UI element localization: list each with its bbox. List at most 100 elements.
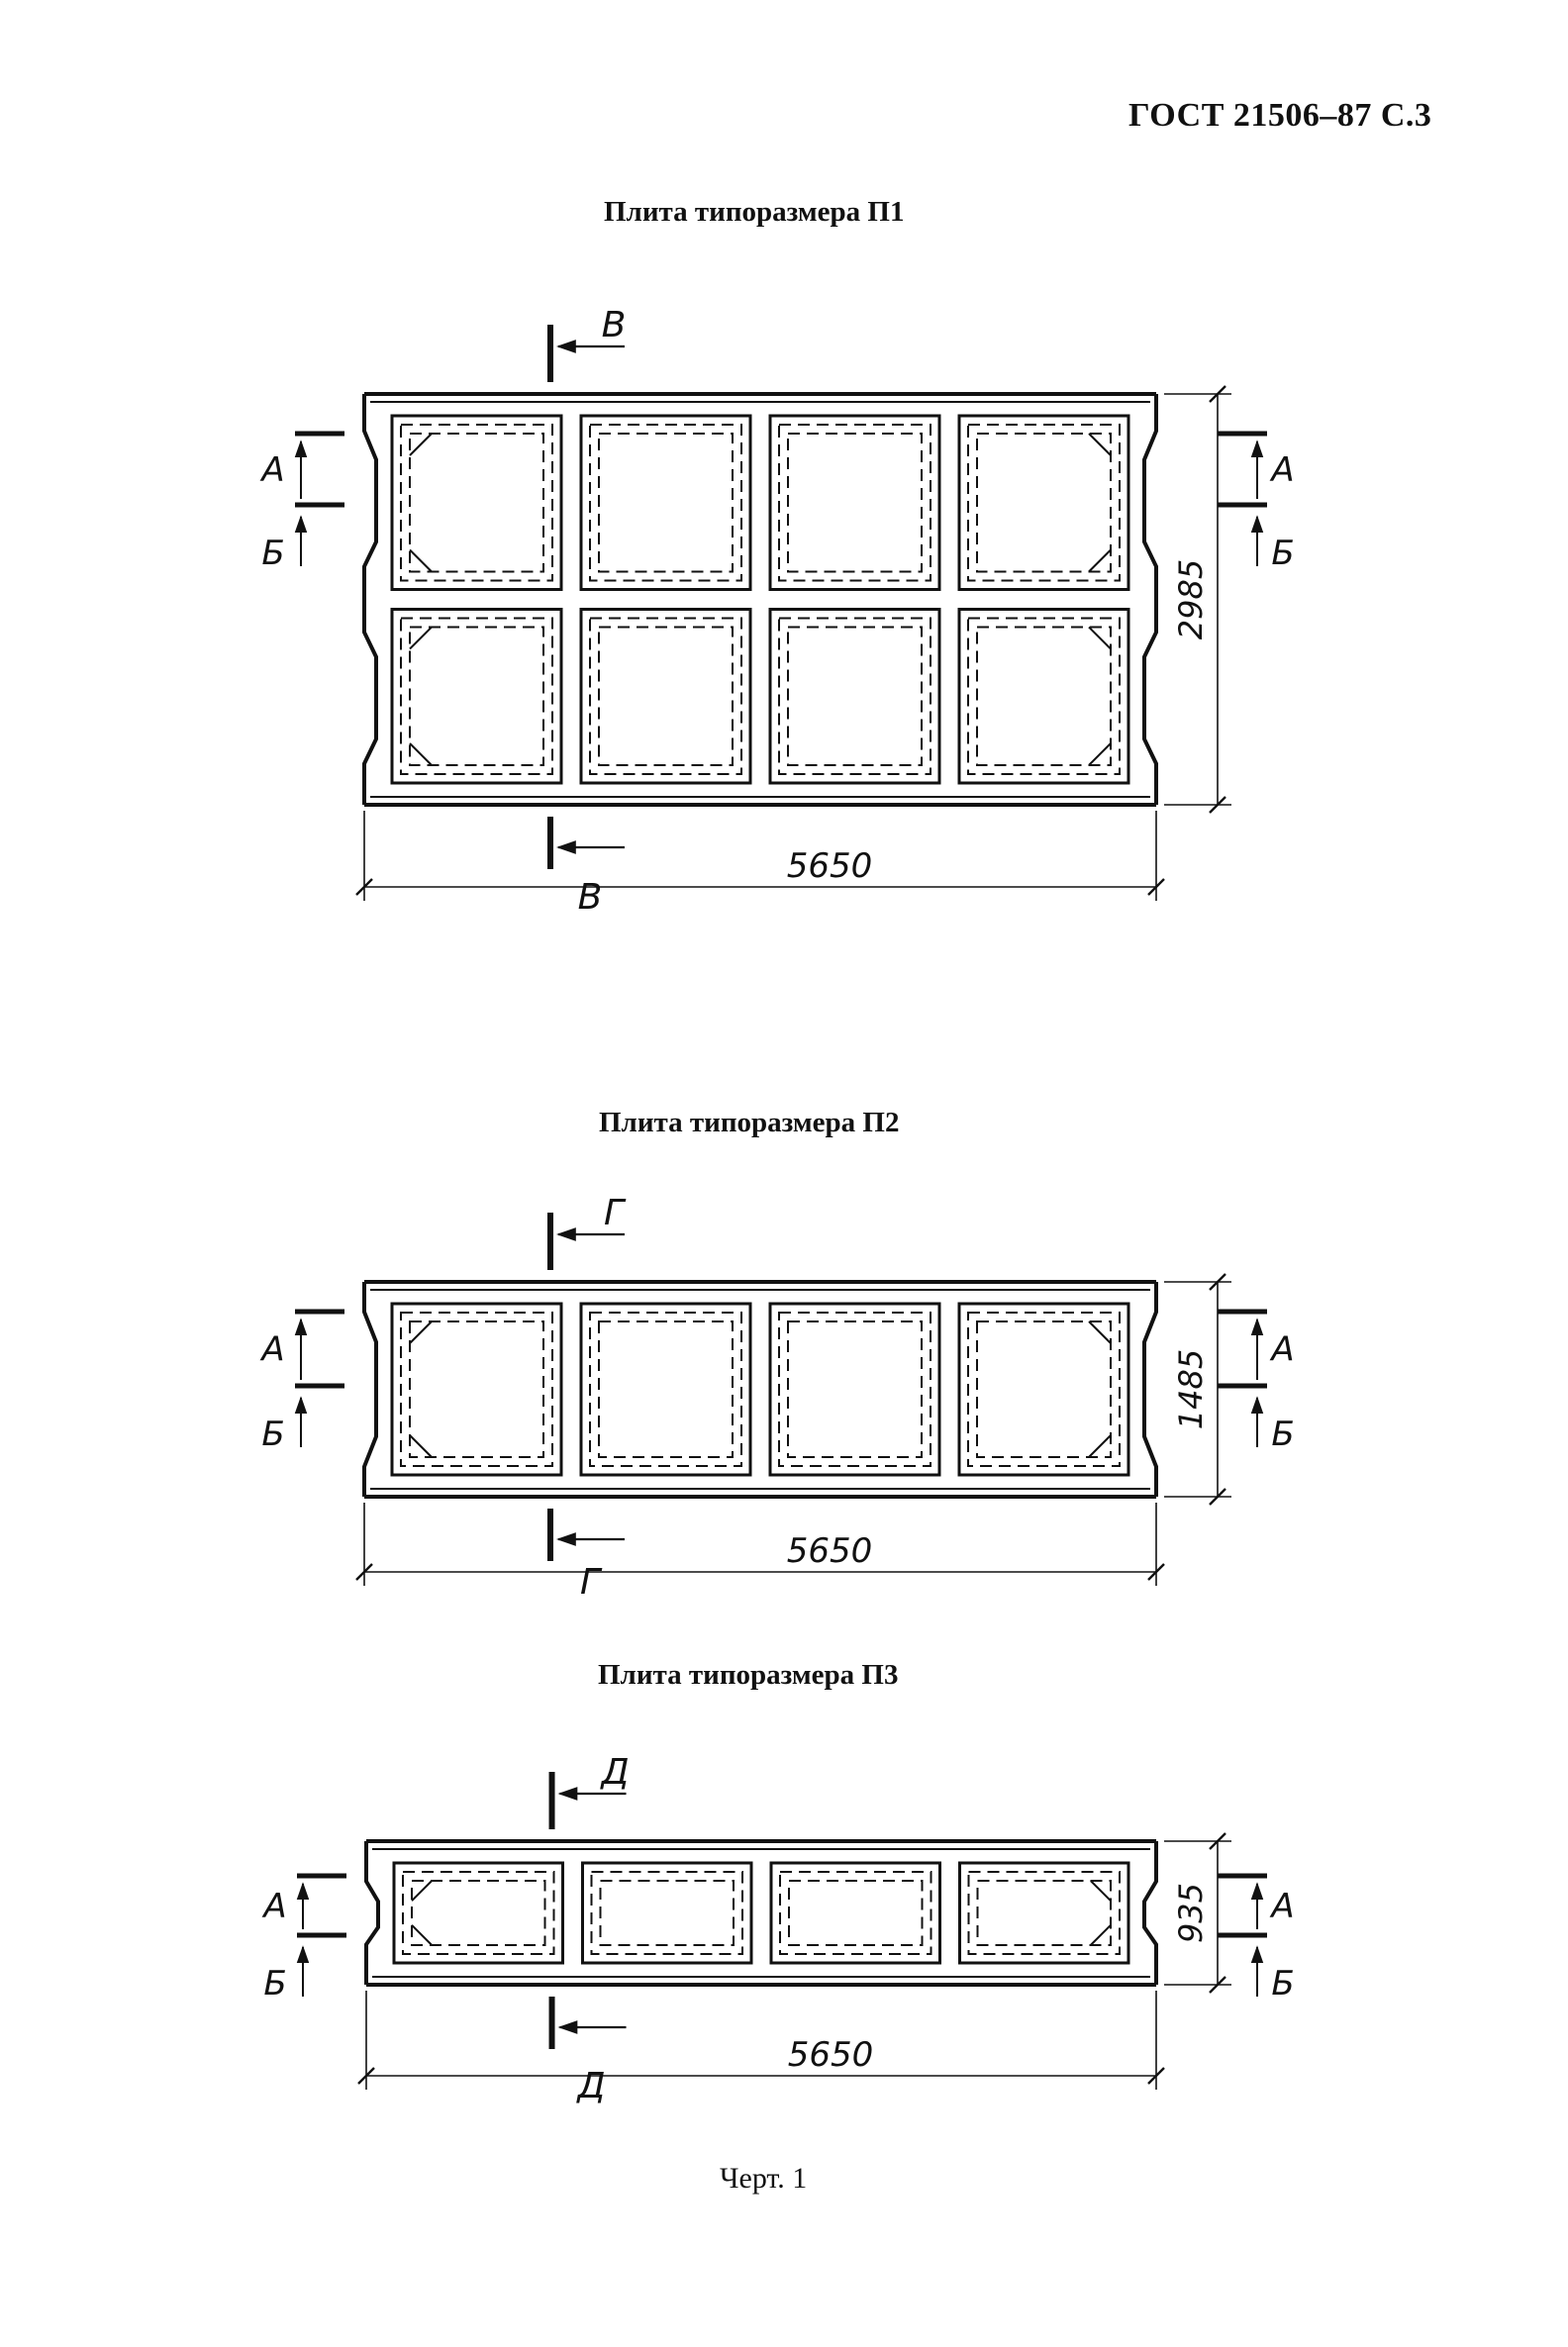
plate-cell [390, 414, 563, 591]
plate-left-edge [364, 1841, 380, 1985]
section-letter-top: Г [604, 1193, 627, 1233]
section-b-label-right: Б [1271, 1415, 1294, 1454]
plate-left-edge [362, 1282, 378, 1497]
plate-left-edge [362, 394, 378, 805]
plate-cell [390, 1302, 563, 1477]
plate-cell [390, 608, 563, 785]
section-letter-top: Д [599, 1752, 629, 1793]
plate-cell [958, 1861, 1130, 1965]
plate-cell-rebar-inner [976, 1320, 1112, 1458]
plate-cell [957, 608, 1130, 785]
cell-haunch [1088, 1434, 1112, 1458]
section-letter-bottom: Д [575, 2066, 605, 2106]
section-letter-bottom: Г [580, 1562, 603, 1603]
cell-haunch [411, 1924, 433, 1946]
height-tick-top [1209, 1273, 1226, 1291]
plate-cell-rebar-inner [976, 626, 1112, 766]
plate-cell-rebar [400, 424, 553, 582]
plate-cell-rebar-inner [411, 1880, 546, 1946]
plate-cell-rebar [967, 424, 1121, 582]
plate-cell-rebar-inner [976, 1880, 1112, 1946]
plate-cell [768, 1302, 941, 1477]
section-b-label-left: Б [261, 534, 284, 573]
section-b-label-right: Б [1271, 1964, 1294, 2004]
length-tick-right [1147, 2067, 1165, 2085]
length-tick-left [355, 1563, 373, 1581]
plate-cell-rebar-inner [787, 626, 923, 766]
plate-cell-rebar [778, 1312, 931, 1467]
length-tick-right [1147, 878, 1165, 896]
plate-cell-rebar [778, 424, 931, 582]
plate-p1-title: Плита типоразмера П1 [604, 196, 905, 228]
plate-right-edge [1142, 1282, 1158, 1497]
plate-cell-rebar [779, 1871, 932, 1955]
plate-p3-title: Плита типоразмера П3 [598, 1659, 899, 1691]
cell-haunch [1088, 626, 1112, 650]
cell-haunch [1088, 742, 1112, 766]
cell-haunch [1088, 433, 1112, 456]
plate-cell [392, 1861, 564, 1965]
height-tick-top [1209, 385, 1226, 403]
cell-haunch [409, 626, 433, 650]
plate-cell-rebar-inner [598, 626, 734, 766]
plate-cell-rebar [590, 1871, 743, 1955]
length-dim-value: 5650 [787, 1531, 873, 1571]
section-a-label-right: А [1269, 1887, 1294, 1926]
section-b-label-left: Б [261, 1415, 284, 1454]
section-a-label-left: А [259, 1330, 284, 1370]
plate-p1-drawing: В В А Б А Б 5650 2985 [259, 305, 1294, 918]
plate-cell-rebar-inner [598, 1320, 734, 1458]
section-a-label-right: А [1269, 1330, 1294, 1370]
section-letter-top: В [602, 305, 627, 345]
plate-cell-rebar [967, 617, 1121, 775]
plate-p2-drawing: Г Г А Б А Б 5650 1485 [259, 1193, 1294, 1603]
height-dim-value: 935 [1172, 1883, 1210, 1943]
plate-cell-rebar-inner [409, 626, 544, 766]
section-letter-bottom: В [578, 877, 603, 918]
plate-cell [581, 1861, 753, 1965]
cell-haunch [1090, 1880, 1112, 1902]
plate-cell-rebar-inner [598, 433, 734, 573]
plate-cell [768, 414, 941, 591]
plate-cell-rebar [967, 1871, 1121, 1955]
cell-haunch [409, 433, 433, 456]
length-dim-value: 5650 [787, 846, 873, 886]
cell-haunch [409, 1320, 433, 1344]
plate-cell-rebar [400, 1312, 553, 1467]
plate-right-edge [1142, 394, 1158, 805]
height-tick-bottom [1209, 1488, 1226, 1506]
height-tick-bottom [1209, 1976, 1226, 1994]
length-dim-value: 5650 [788, 2035, 874, 2075]
plate-cell-rebar-inner [599, 1880, 735, 1946]
height-tick-top [1209, 1832, 1226, 1850]
section-b-label-right: Б [1271, 534, 1294, 573]
plate-cell-rebar [589, 1312, 742, 1467]
height-dim-value: 1485 [1172, 1349, 1210, 1429]
section-a-label-left: А [261, 1887, 286, 1926]
plate-p2-title: Плита типоразмера П2 [599, 1107, 900, 1138]
plate-cell-rebar [402, 1871, 555, 1955]
length-tick-right [1147, 1563, 1165, 1581]
cell-haunch [409, 548, 433, 573]
height-tick-bottom [1209, 796, 1226, 814]
plate-cell-rebar-inner [409, 433, 544, 573]
cell-haunch [409, 1434, 433, 1458]
plate-right-edge [1142, 1841, 1158, 1985]
plate-cell-rebar [589, 617, 742, 775]
height-dim-value: 2985 [1172, 559, 1210, 639]
plate-cell-rebar-inner [788, 1880, 924, 1946]
plate-cell [579, 1302, 752, 1477]
plate-cell [769, 1861, 941, 1965]
cell-haunch [1088, 1320, 1112, 1344]
cell-haunch [411, 1880, 433, 1902]
section-a-label-right: А [1269, 450, 1294, 490]
page-header: ГОСТ 21506–87 С.3 [1128, 97, 1432, 134]
cell-haunch [1090, 1924, 1112, 1946]
plate-cell-rebar [589, 424, 742, 582]
cell-haunch [409, 742, 433, 766]
plate-cell-rebar-inner [409, 1320, 544, 1458]
length-tick-left [357, 2067, 375, 2085]
section-a-label-left: А [259, 450, 284, 490]
plate-cell [579, 608, 752, 785]
